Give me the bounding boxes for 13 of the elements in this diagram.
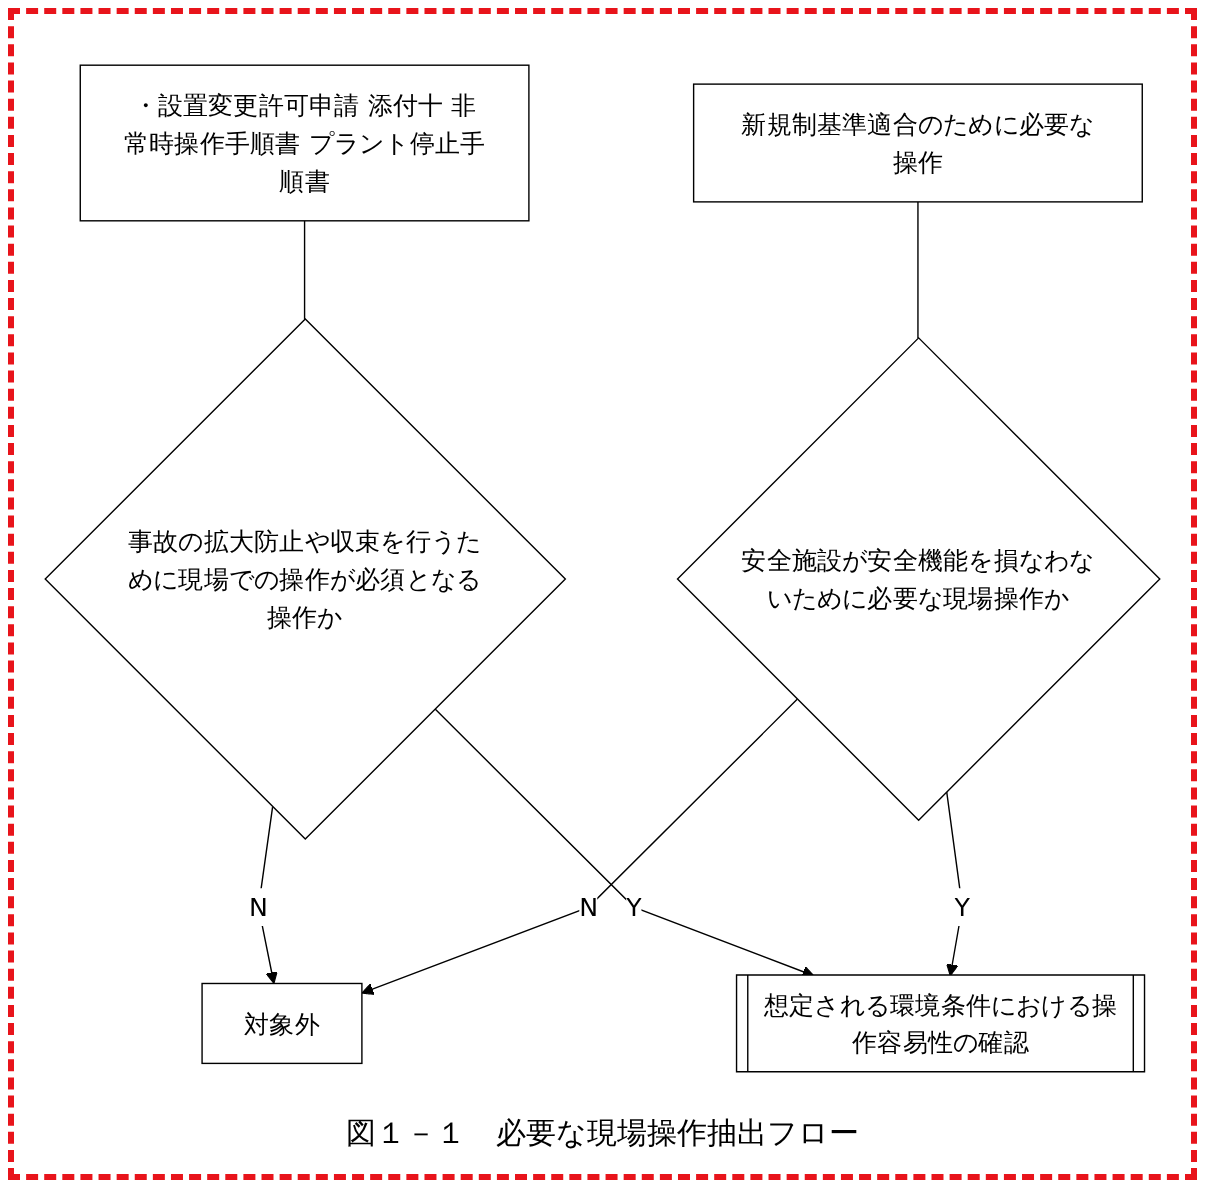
node-box: ・設置変更許可申請 添付十 非常時操作手順書 プラント停止手順書 [79,64,530,222]
node-diamond: 事故の拡大防止や収束を行うために現場での操作が必須となる操作か [44,317,567,841]
connector [917,201,919,339]
node-box: 対象外 [201,982,363,1065]
arrow [361,698,798,995]
edge-label: N [249,892,268,922]
edge-label: N [579,892,599,922]
node-diamond: 安全施設が安全機能を損なわないために必要な現場操作か [676,336,1161,822]
figure-caption: 図１－１ 必要な現場操作抽出フロー [346,1115,859,1151]
edge-label: Y [626,892,642,922]
node-box: 新規制基準適合のために必要な操作 [692,83,1143,203]
connector [303,220,306,320]
edge-label: Y [954,892,970,922]
